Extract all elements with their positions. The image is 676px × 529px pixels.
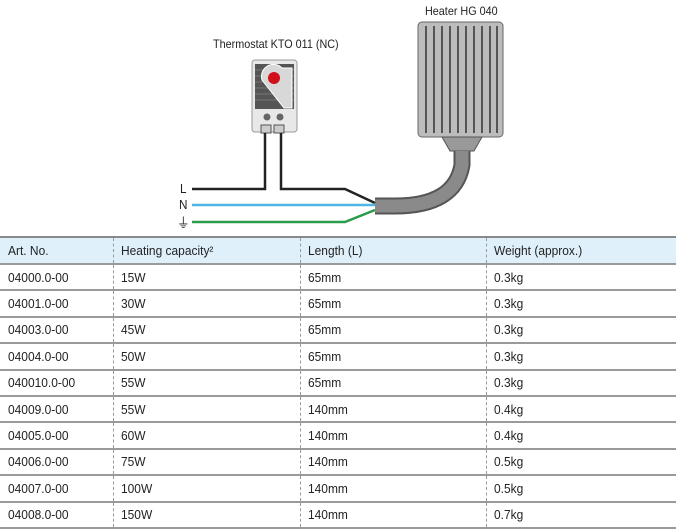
cell-heating-capacity: 60W (112, 422, 300, 450)
header-heating-capacity: Heating capacity² (112, 236, 300, 265)
cell-length: 65mm (299, 369, 486, 397)
knob-icon (268, 72, 280, 84)
heater-device (417, 21, 504, 152)
cell-length: 140mm (299, 395, 486, 424)
cell-length: 140mm (299, 422, 486, 450)
cell-weight: 0.3kg (485, 316, 676, 345)
cell-heating-capacity: 55W (112, 369, 300, 397)
cell-art-no: 04005.0-00 (0, 422, 113, 450)
cell-weight: 0.3kg (485, 264, 676, 292)
cell-length: 140mm (299, 475, 486, 503)
cell-heating-capacity: 75W (112, 448, 300, 477)
cell-art-no: 04009.0-00 (0, 395, 113, 424)
cell-weight: 0.3kg (485, 290, 676, 318)
cell-length: 140mm (299, 448, 486, 477)
cell-heating-capacity: 45W (112, 316, 300, 345)
cell-art-no: 04003.0-00 (0, 316, 113, 345)
cell-heating-capacity: 55W (112, 395, 300, 424)
cell-length: 65mm (299, 343, 486, 371)
cell-weight: 0.4kg (485, 422, 676, 450)
cell-length: 65mm (299, 290, 486, 318)
heater-label: Heater HG 040 (425, 4, 498, 18)
cell-art-no: 04007.0-00 (0, 475, 113, 503)
cell-heating-capacity: 100W (112, 475, 300, 503)
cell-length: 65mm (299, 316, 486, 345)
cell-heating-capacity: 50W (112, 343, 300, 371)
cell-art-no: 040010.0-00 (0, 369, 113, 397)
thermostat-label: Thermostat KTO 011 (NC) (213, 37, 339, 51)
header-weight: Weight (approx.) (485, 236, 676, 265)
cell-art-no: 04004.0-00 (0, 343, 113, 371)
header-art-no: Art. No. (0, 236, 113, 265)
cell-art-no: 04000.0-00 (0, 264, 113, 292)
cell-weight: 0.3kg (485, 369, 676, 397)
wire-earth (192, 208, 376, 224)
cell-weight: 0.5kg (485, 475, 676, 503)
wire-label-l: L (180, 181, 187, 196)
cell-art-no: 04006.0-00 (0, 448, 113, 477)
thermostat-device (251, 59, 298, 134)
cell-weight: 0.3kg (485, 343, 676, 371)
wiring-diagram (192, 21, 504, 224)
wire-label-n: N (179, 197, 188, 212)
earth-icon: ⏚ (177, 215, 190, 231)
table-header-row: Art. No. Heating capacity² Length (L) We… (0, 236, 676, 265)
cell-weight: 0.4kg (485, 395, 676, 424)
cell-art-no: 04001.0-00 (0, 290, 113, 318)
cell-heating-capacity: 30W (112, 290, 300, 318)
wire-L (192, 133, 376, 205)
header-length: Length (L) (299, 236, 486, 265)
cell-heating-capacity: 15W (112, 264, 300, 292)
product-table: Art. No. Heating capacity² Length (L) We… (0, 236, 676, 529)
cell-weight: 0.5kg (485, 448, 676, 477)
cell-length: 65mm (299, 264, 486, 292)
